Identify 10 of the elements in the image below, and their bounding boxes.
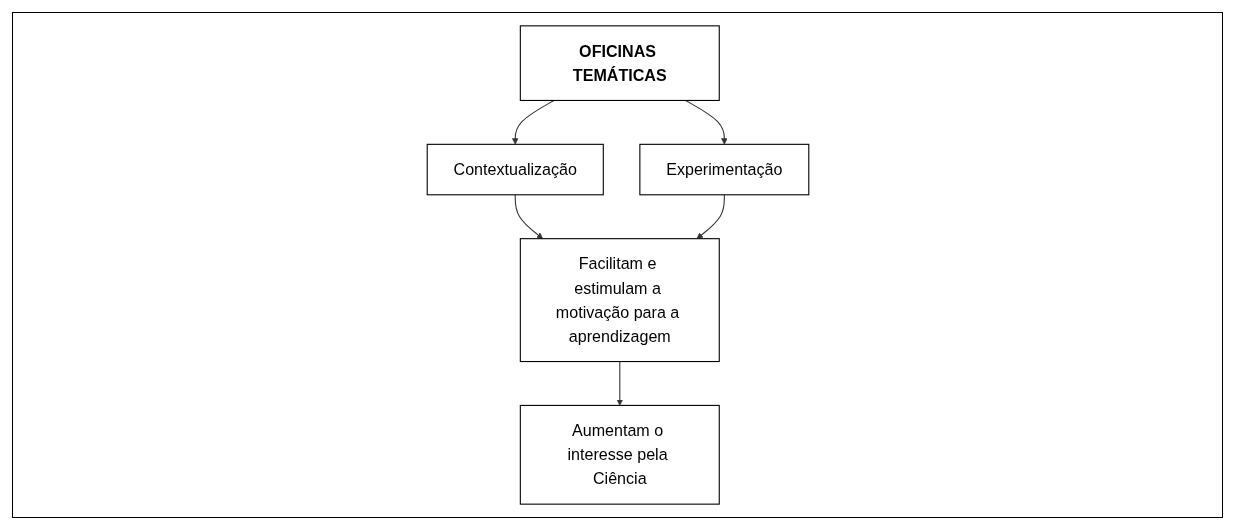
node-box: OFICINAS TEMÁTICAS	[519, 25, 720, 101]
arrow	[684, 99, 728, 145]
arrow	[696, 194, 725, 239]
arrow	[514, 194, 543, 239]
node-box: Facilitam e estimulam a motivação para a aprendizagem	[519, 238, 720, 363]
arrow	[616, 361, 623, 406]
arrow	[511, 99, 554, 145]
node-box: Aumentam o interesse pela Ciência	[519, 404, 720, 505]
node-box: Experimentação	[638, 143, 809, 196]
node-box: Contextualização	[426, 143, 604, 196]
